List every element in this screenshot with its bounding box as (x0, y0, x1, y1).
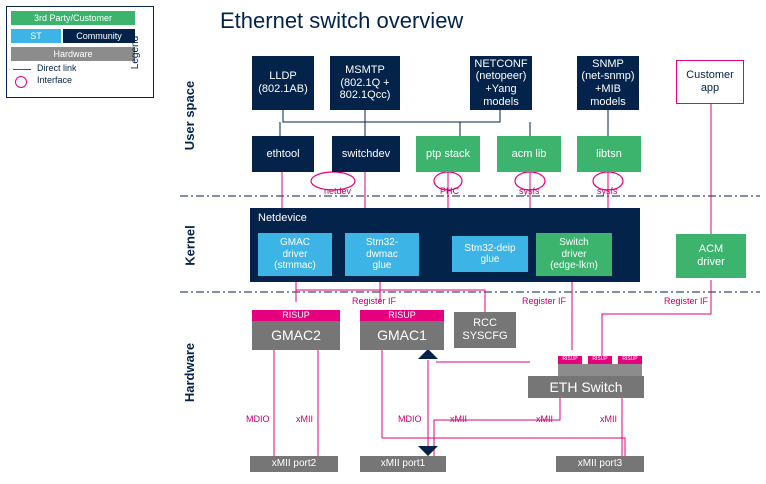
xmii-label-1: xMII (296, 414, 313, 424)
sysfs-label-2: sysfs (597, 186, 618, 196)
legend-st: ST (11, 29, 61, 43)
gmac1-box: GMAC1 (360, 321, 444, 350)
link-netconf-switchdev (365, 110, 501, 123)
netconf-box: NETCONF (netopeer) +Yang models (470, 56, 532, 110)
rcc-syscfg-box: RCC SYSCFG (454, 312, 516, 348)
risup-gmac1: RISUP (360, 310, 444, 321)
switch-risup-1: RISUP (558, 356, 582, 364)
sysfs-label-1: sysfs (519, 186, 540, 196)
switch-risup-2: RISUP (588, 356, 612, 364)
stm32-dwmac-box: Stm32- dwmac glue (345, 233, 419, 276)
mdio-label-1: MDIO (246, 414, 270, 424)
ptp-stack-box: ptp stack (416, 136, 480, 172)
gmac-driver-box: GMAC driver (stmmac) (258, 233, 332, 276)
xmii-port1-box: xMII port1 (360, 456, 446, 472)
direct-link-swatch (13, 69, 31, 70)
xmii-label-3: xMII (536, 414, 553, 424)
page-title: Ethernet switch overview (220, 8, 464, 33)
phc-label: PHC (440, 186, 460, 196)
link-acm-risup (601, 280, 712, 356)
legend: 3rd Party/Customer ST Community Hardware… (6, 6, 154, 98)
legend-interface: Interface (37, 75, 73, 85)
netdevice-label: Netdevice (258, 212, 307, 224)
switch-driver-box: Switch driver (edge-lkm) (536, 233, 612, 276)
customer-app-box: Customer app (676, 60, 744, 104)
legend-3rd-party: 3rd Party/Customer (11, 11, 135, 25)
interface-netdev (310, 171, 356, 191)
xmii-port2-box: xMII port2 (250, 456, 338, 472)
xmii-port3-box: xMII port3 (556, 456, 644, 472)
interface-sysfs1 (514, 171, 546, 191)
ethtool-box: ethtool (252, 136, 314, 172)
layer-separators (180, 195, 760, 293)
xmii-label-4: xMII (600, 414, 617, 424)
netdev-label: netdev (324, 186, 352, 196)
msmtp-box: MSMTP (802.1Q + 802.1Qcc) (330, 56, 400, 110)
acm-driver-box: ACM driver (676, 234, 746, 278)
direct-links (273, 104, 712, 456)
interface-phc (433, 171, 463, 191)
legend-direct-link: Direct link (37, 63, 77, 73)
eth-switch-box: ETH Switch (528, 376, 644, 398)
register-if-label-c: Register IF (664, 296, 709, 306)
lldp-box: LLDP (802.1AB) (252, 56, 314, 110)
interface-sysfs2 (592, 171, 624, 191)
xmii-label-2: xMII (450, 414, 467, 424)
link-rcc (296, 289, 486, 312)
stm32-deip-box: Stm32-deip glue (452, 236, 528, 272)
link-port-bus (382, 437, 626, 456)
register-if-label-b: Register IF (522, 296, 567, 306)
switchdev-box: switchdev (332, 136, 400, 172)
mux-bottom (418, 446, 438, 456)
legend-community: Community (63, 29, 135, 43)
community-links (279, 110, 609, 136)
switch-risup-3: RISUP (618, 356, 642, 364)
switch-port-blocks (558, 364, 642, 376)
interfaces (310, 171, 624, 191)
mux-top (418, 349, 438, 359)
legend-hardware: Hardware (11, 47, 135, 61)
risup-gmac2: RISUP (252, 310, 340, 321)
interface-swatch (15, 76, 27, 88)
snmp-box: SNMP (net-snmp) +MIB models (577, 56, 639, 110)
acm-lib-box: acm lib (497, 136, 561, 172)
gmac2-box: GMAC2 (252, 321, 340, 350)
link-switch-port1 (433, 398, 561, 456)
register-if-label-a: Register IF (352, 296, 397, 306)
mdio-label-2: MDIO (398, 414, 422, 424)
libtsn-box: libtsn (577, 136, 641, 172)
link-lldp-switchdev (282, 110, 365, 123)
